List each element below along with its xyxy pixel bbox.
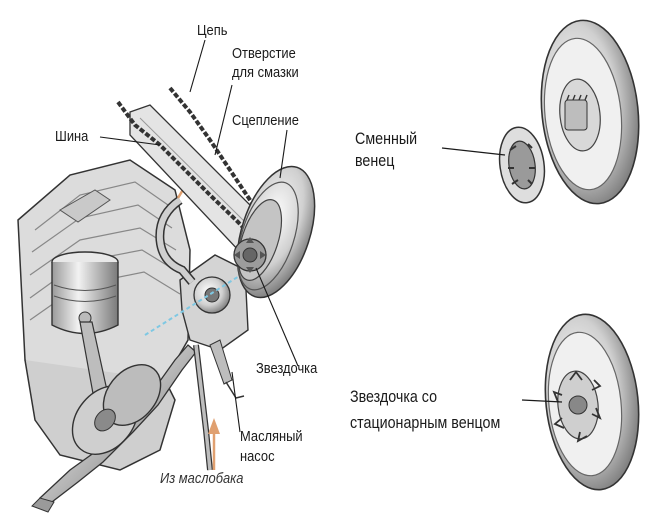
label-replaceable-rim-line2: венец <box>355 151 395 170</box>
label-fixed-rim-line1: Звездочка со <box>350 387 438 406</box>
oil-pipe <box>155 196 213 471</box>
label-oil-pump-line1: Масляный <box>240 428 303 445</box>
piston <box>51 251 119 335</box>
label-oil-pump-line2: насос <box>240 448 275 465</box>
crankshaft <box>31 344 197 513</box>
leader-line-replaceable-rim <box>441 147 506 156</box>
leader-line-fixed-rim <box>521 399 563 403</box>
leader-lines-left <box>99 39 299 433</box>
replaceable-rim-part <box>498 126 546 204</box>
label-oil-hole-line2: для смазки <box>232 64 299 81</box>
label-bar: Шина <box>55 128 89 145</box>
label-sprocket: Звездочка <box>256 360 318 377</box>
label-fixed-rim-line2: стационарным венцом <box>350 413 501 432</box>
label-replaceable-rim-line1: Сменный <box>355 129 418 148</box>
sprocket <box>233 237 267 273</box>
label-chain: Цепь <box>197 22 228 39</box>
label-from-tank: Из маслобака <box>160 470 244 487</box>
label-clutch: Сцепление <box>232 112 299 129</box>
label-oil-hole-line1: Отверстие <box>232 45 296 62</box>
fixed-rim-sprocket-part <box>544 313 640 491</box>
clutch-drum-top-right <box>540 19 640 205</box>
oil-pump <box>179 254 249 399</box>
